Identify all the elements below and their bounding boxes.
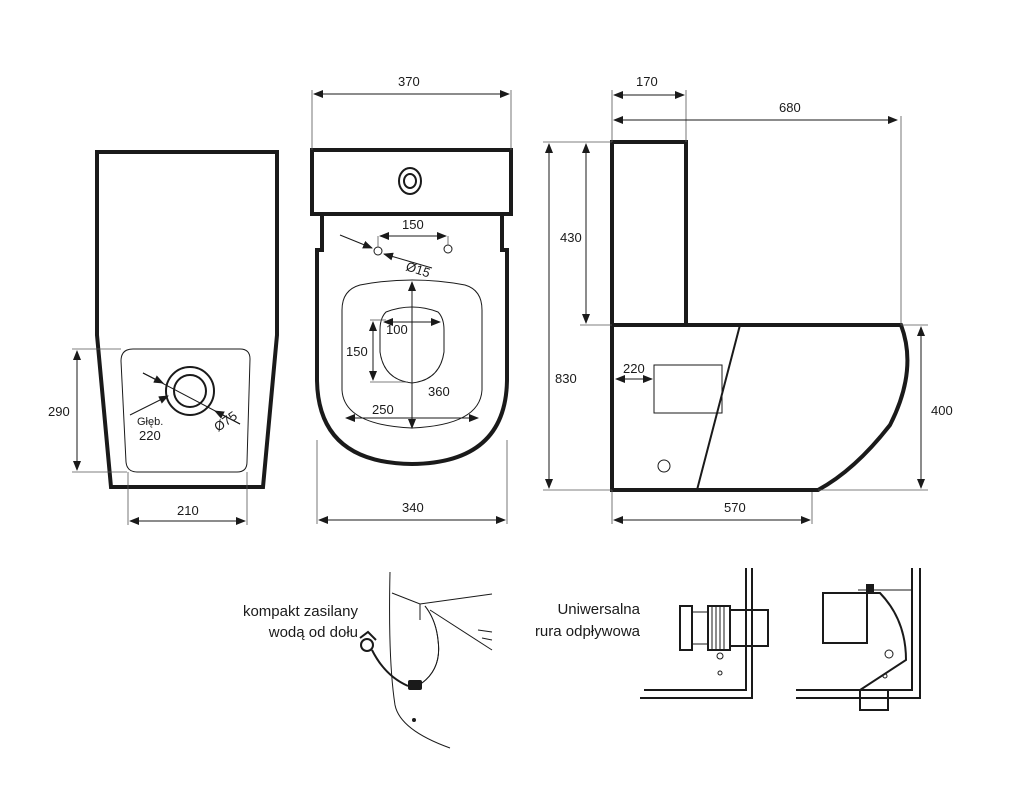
dim-dia15: Ø15 (404, 259, 432, 281)
dim-680: 680 (779, 100, 801, 115)
dim-340: 340 (402, 500, 424, 515)
flush-button-outer (398, 167, 422, 195)
rear-view-outline (95, 150, 279, 489)
bowl-side-outline (610, 323, 910, 492)
supply-connector (408, 680, 422, 690)
outlet-pipe-inner (173, 374, 207, 408)
dim-dia75: Ø75 (211, 408, 240, 434)
outlet-recess (120, 348, 251, 473)
side-view: 170 680 430 830 220 400 570 (543, 74, 953, 524)
supply-pipe (371, 649, 409, 687)
dim-360: 360 (428, 384, 450, 399)
supply-valve (360, 638, 374, 652)
fixing-hole-right (443, 244, 453, 254)
flush-button-inner (403, 173, 417, 189)
outlet-detail-horizontal (640, 568, 769, 699)
dim-830: 830 (555, 371, 577, 386)
dim-170: 170 (636, 74, 658, 89)
supply-hole (657, 459, 671, 473)
pipe-vertical-flange (822, 592, 868, 644)
dim-370: 370 (398, 74, 420, 89)
wall-floor-corner-2 (796, 568, 921, 699)
top-view: 150 Ø15 370 360 250 100 150 340 (310, 74, 513, 524)
pipe-flange (679, 605, 693, 651)
rear-view: Ø75 Głęb. 220 290 210 (48, 150, 279, 525)
dim-220-side: 220 (623, 361, 645, 376)
fixing-hole-left (373, 246, 383, 256)
dim-400: 400 (931, 403, 953, 418)
depth-arrow (129, 395, 169, 416)
caption-supply-line1: kompakt zasilany (243, 603, 359, 620)
pipe-elbow (859, 592, 908, 711)
dim-150-left: 150 (346, 344, 368, 359)
dim-250: 250 (372, 402, 394, 417)
dim-430: 430 (560, 230, 582, 245)
supply-hose (421, 605, 440, 684)
dim-210: 210 (177, 503, 199, 518)
dim-570: 570 (724, 500, 746, 515)
dim-depth-220: 220 (139, 428, 161, 443)
tank-top-outline (310, 148, 513, 216)
tank-side-outline (610, 140, 688, 327)
supply-bowl-edge (389, 571, 451, 749)
outlet-box (653, 364, 723, 414)
supply-detail (359, 571, 493, 749)
outlet-detail-vertical (796, 568, 921, 711)
dim-150-top: 150 (402, 217, 424, 232)
bowl-trap-line (696, 324, 741, 491)
bowl-top-outline (315, 214, 509, 467)
pipe-sleeve (729, 609, 769, 647)
dim-290: 290 (48, 404, 70, 419)
caption-outlet-line2: rura odpływowa (535, 623, 641, 640)
outlet-pipe-outer (165, 366, 215, 416)
caption-outlet-line1: Uniwersalna (557, 601, 640, 618)
caption-supply-line2: wodą od dołu (268, 624, 358, 641)
label-depth: Głęb. (137, 416, 163, 428)
bowl-inner (379, 306, 445, 384)
wall-floor-corner-1 (640, 568, 753, 699)
dim-100: 100 (386, 322, 408, 337)
